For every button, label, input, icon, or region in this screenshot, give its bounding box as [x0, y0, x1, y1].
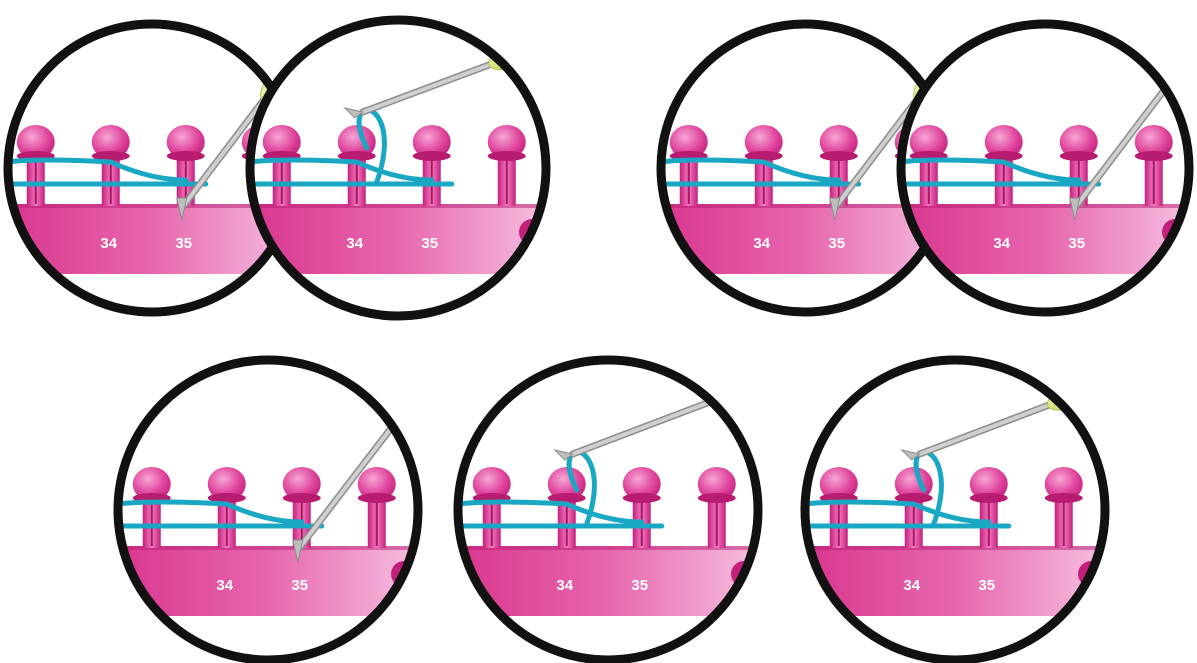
- peg: [1120, 467, 1158, 548]
- peg-head-rim: [1120, 493, 1158, 503]
- peg-head-rim: [1045, 493, 1083, 503]
- peg-number-label: 35: [421, 235, 438, 252]
- peg-head-rim: [358, 493, 396, 503]
- peg-number-label: 34: [556, 577, 573, 594]
- peg-stem: [573, 146, 591, 206]
- peg-head-rim: [1135, 151, 1173, 161]
- loom-panel-5: 34 35: [118, 360, 471, 660]
- loom-panel-7: 34 35: [805, 360, 1158, 660]
- loom-panel-6: 34 35: [458, 360, 811, 660]
- peg-number-label: 35: [828, 235, 845, 252]
- peg-number-label: 34: [100, 235, 117, 252]
- peg-number-label: 34: [753, 235, 770, 252]
- peg-number-label: 34: [216, 577, 233, 594]
- peg-number-label: 35: [175, 235, 192, 252]
- peg-number-label: 35: [631, 577, 648, 594]
- peg-head-rim: [970, 493, 1008, 503]
- peg-stem: [1130, 488, 1148, 548]
- loom-base: [458, 546, 758, 616]
- peg-head-rim: [1060, 151, 1098, 161]
- peg-head-rim: [623, 493, 661, 503]
- peg-head-rim: [563, 151, 601, 161]
- loom-panel-2: 34 35: [250, 20, 601, 316]
- peg-head-rim: [488, 151, 526, 161]
- peg-head-rim: [698, 493, 736, 503]
- peg-head: [563, 125, 601, 159]
- peg-number-label: 34: [993, 235, 1010, 252]
- loom-base: [805, 546, 1105, 616]
- loom-base: [901, 204, 1189, 274]
- peg-head-rim: [820, 151, 858, 161]
- peg-number-label: 34: [346, 235, 363, 252]
- peg-stem: [783, 488, 801, 548]
- peg: [563, 125, 601, 206]
- loom-base: [118, 546, 418, 616]
- loom-panel-4: 34 35: [901, 24, 1197, 312]
- peg-number-label: 35: [291, 577, 308, 594]
- peg-number-label: 34: [903, 577, 920, 594]
- loom-base: [250, 204, 546, 274]
- peg-number-label: 35: [1068, 235, 1085, 252]
- peg-head-rim: [283, 493, 321, 503]
- peg-head-rim: [413, 151, 451, 161]
- peg-head: [1120, 467, 1158, 501]
- peg-number-label: 35: [978, 577, 995, 594]
- peg-head-rim: [167, 151, 205, 161]
